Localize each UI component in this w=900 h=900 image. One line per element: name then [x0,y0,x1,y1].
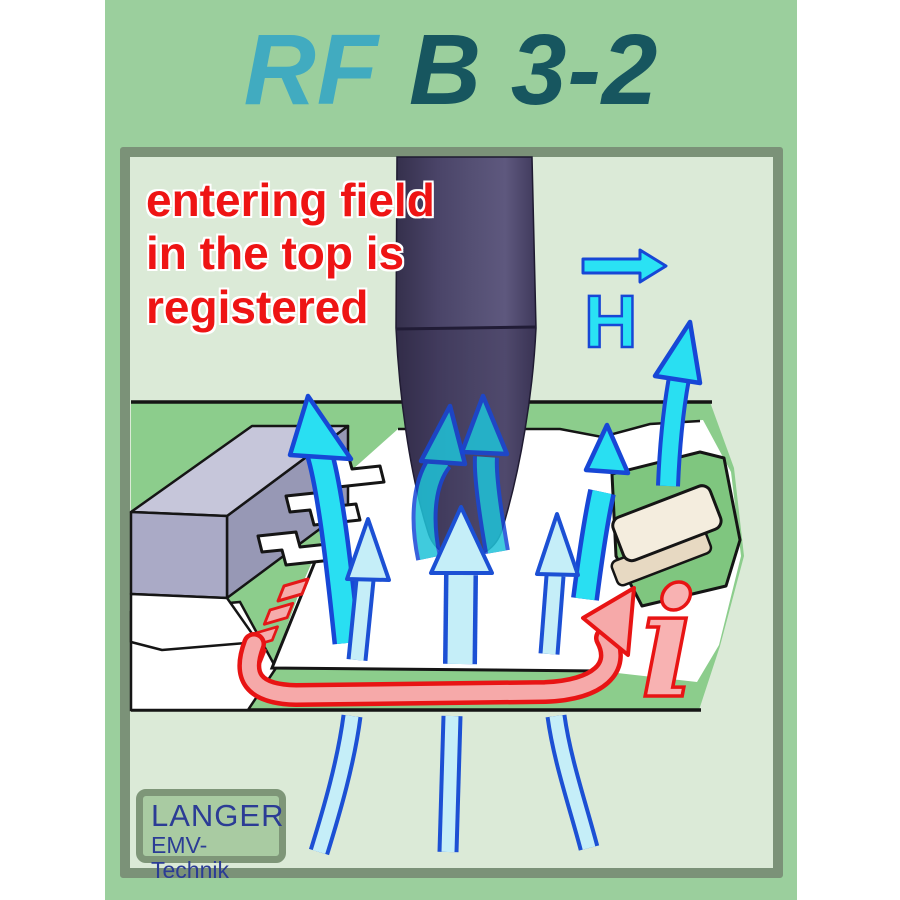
caption-text: entering field in the top is registered [146,174,435,334]
title-model: B 3-2 [408,14,659,126]
logo-subtitle: EMV-Technik [151,831,229,883]
caption-line-2: in the top is [146,227,405,280]
logo-name: LANGER [151,798,285,833]
caption-line-3: registered [146,280,369,333]
caption-line-1: entering field [146,174,435,226]
title-prefix: RF [243,14,379,126]
langer-logo: LANGER EMV-Technik [136,789,286,882]
